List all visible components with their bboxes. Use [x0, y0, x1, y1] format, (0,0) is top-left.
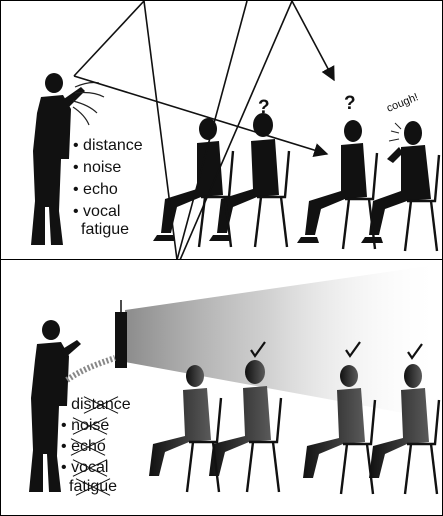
sound-beam — [125, 264, 442, 420]
chairs — [185, 397, 441, 495]
sound-waves — [72, 81, 105, 126]
chairs — [197, 150, 441, 252]
resolved-list-item-echo: • echo — [61, 438, 106, 455]
question-mark-1: ? — [258, 97, 270, 118]
resolved-list-item-fatigue: fatigue — [69, 478, 117, 495]
listener-2 — [209, 360, 271, 476]
resolved-list-item-noise: • noise — [61, 417, 109, 434]
listener-1 — [153, 118, 223, 241]
bullet: • — [61, 459, 67, 476]
loudspeaker-icon — [115, 300, 127, 368]
bullet: • — [61, 417, 67, 434]
label-fatigue-crossed: fatigue — [69, 478, 118, 495]
listener-3 — [303, 365, 365, 478]
checkmark-icons — [250, 341, 423, 360]
issue-list-item-fatigue: fatigue — [81, 221, 130, 238]
listener-1 — [149, 365, 211, 476]
issue-list-item-vocal: • vocal — [73, 203, 121, 220]
resolved-list-item-vocal: • vocal — [61, 459, 108, 476]
listener-2 — [209, 113, 279, 241]
label-echo-crossed: echo — [71, 438, 106, 455]
checkmark-icon-2 — [345, 341, 361, 358]
bullet: • — [61, 396, 67, 413]
listener-4 — [369, 364, 429, 478]
label-noise: noise — [83, 159, 122, 176]
listener-3 — [297, 120, 367, 243]
bottom-panel-drawing — [29, 264, 442, 495]
label-echo: echo — [83, 181, 118, 198]
label-vocal: vocal — [83, 203, 121, 220]
issue-list-item-echo: • echo — [73, 181, 118, 198]
resolved-list-item-distance: • distance — [61, 396, 131, 413]
question-mark-2: ? — [344, 93, 356, 114]
checkmark-icon-3 — [407, 343, 423, 360]
bullet: • — [61, 438, 67, 455]
issue-list-item-distance: • distance — [73, 137, 143, 154]
checkmark-icon-1 — [250, 341, 266, 358]
listener-4 — [361, 121, 431, 243]
label-vocal-crossed: vocal — [71, 459, 109, 476]
label-distance: distance — [83, 137, 143, 154]
label-noise-crossed: noise — [71, 417, 110, 434]
bottom-panel: • distance • noise • echo • vocal fatigu… — [0, 259, 443, 516]
label-distance-crossed: distance — [71, 396, 131, 413]
microphone-cable — [65, 355, 116, 383]
top-panel: ? ? cough! • distance • noise • echo • v… — [0, 0, 443, 261]
echo-paths — [73, 1, 335, 260]
issue-list-item-noise: • noise — [73, 159, 122, 176]
speaker-silhouette — [29, 320, 81, 492]
top-panel-drawing — [31, 1, 441, 260]
cough-marks — [388, 122, 402, 142]
